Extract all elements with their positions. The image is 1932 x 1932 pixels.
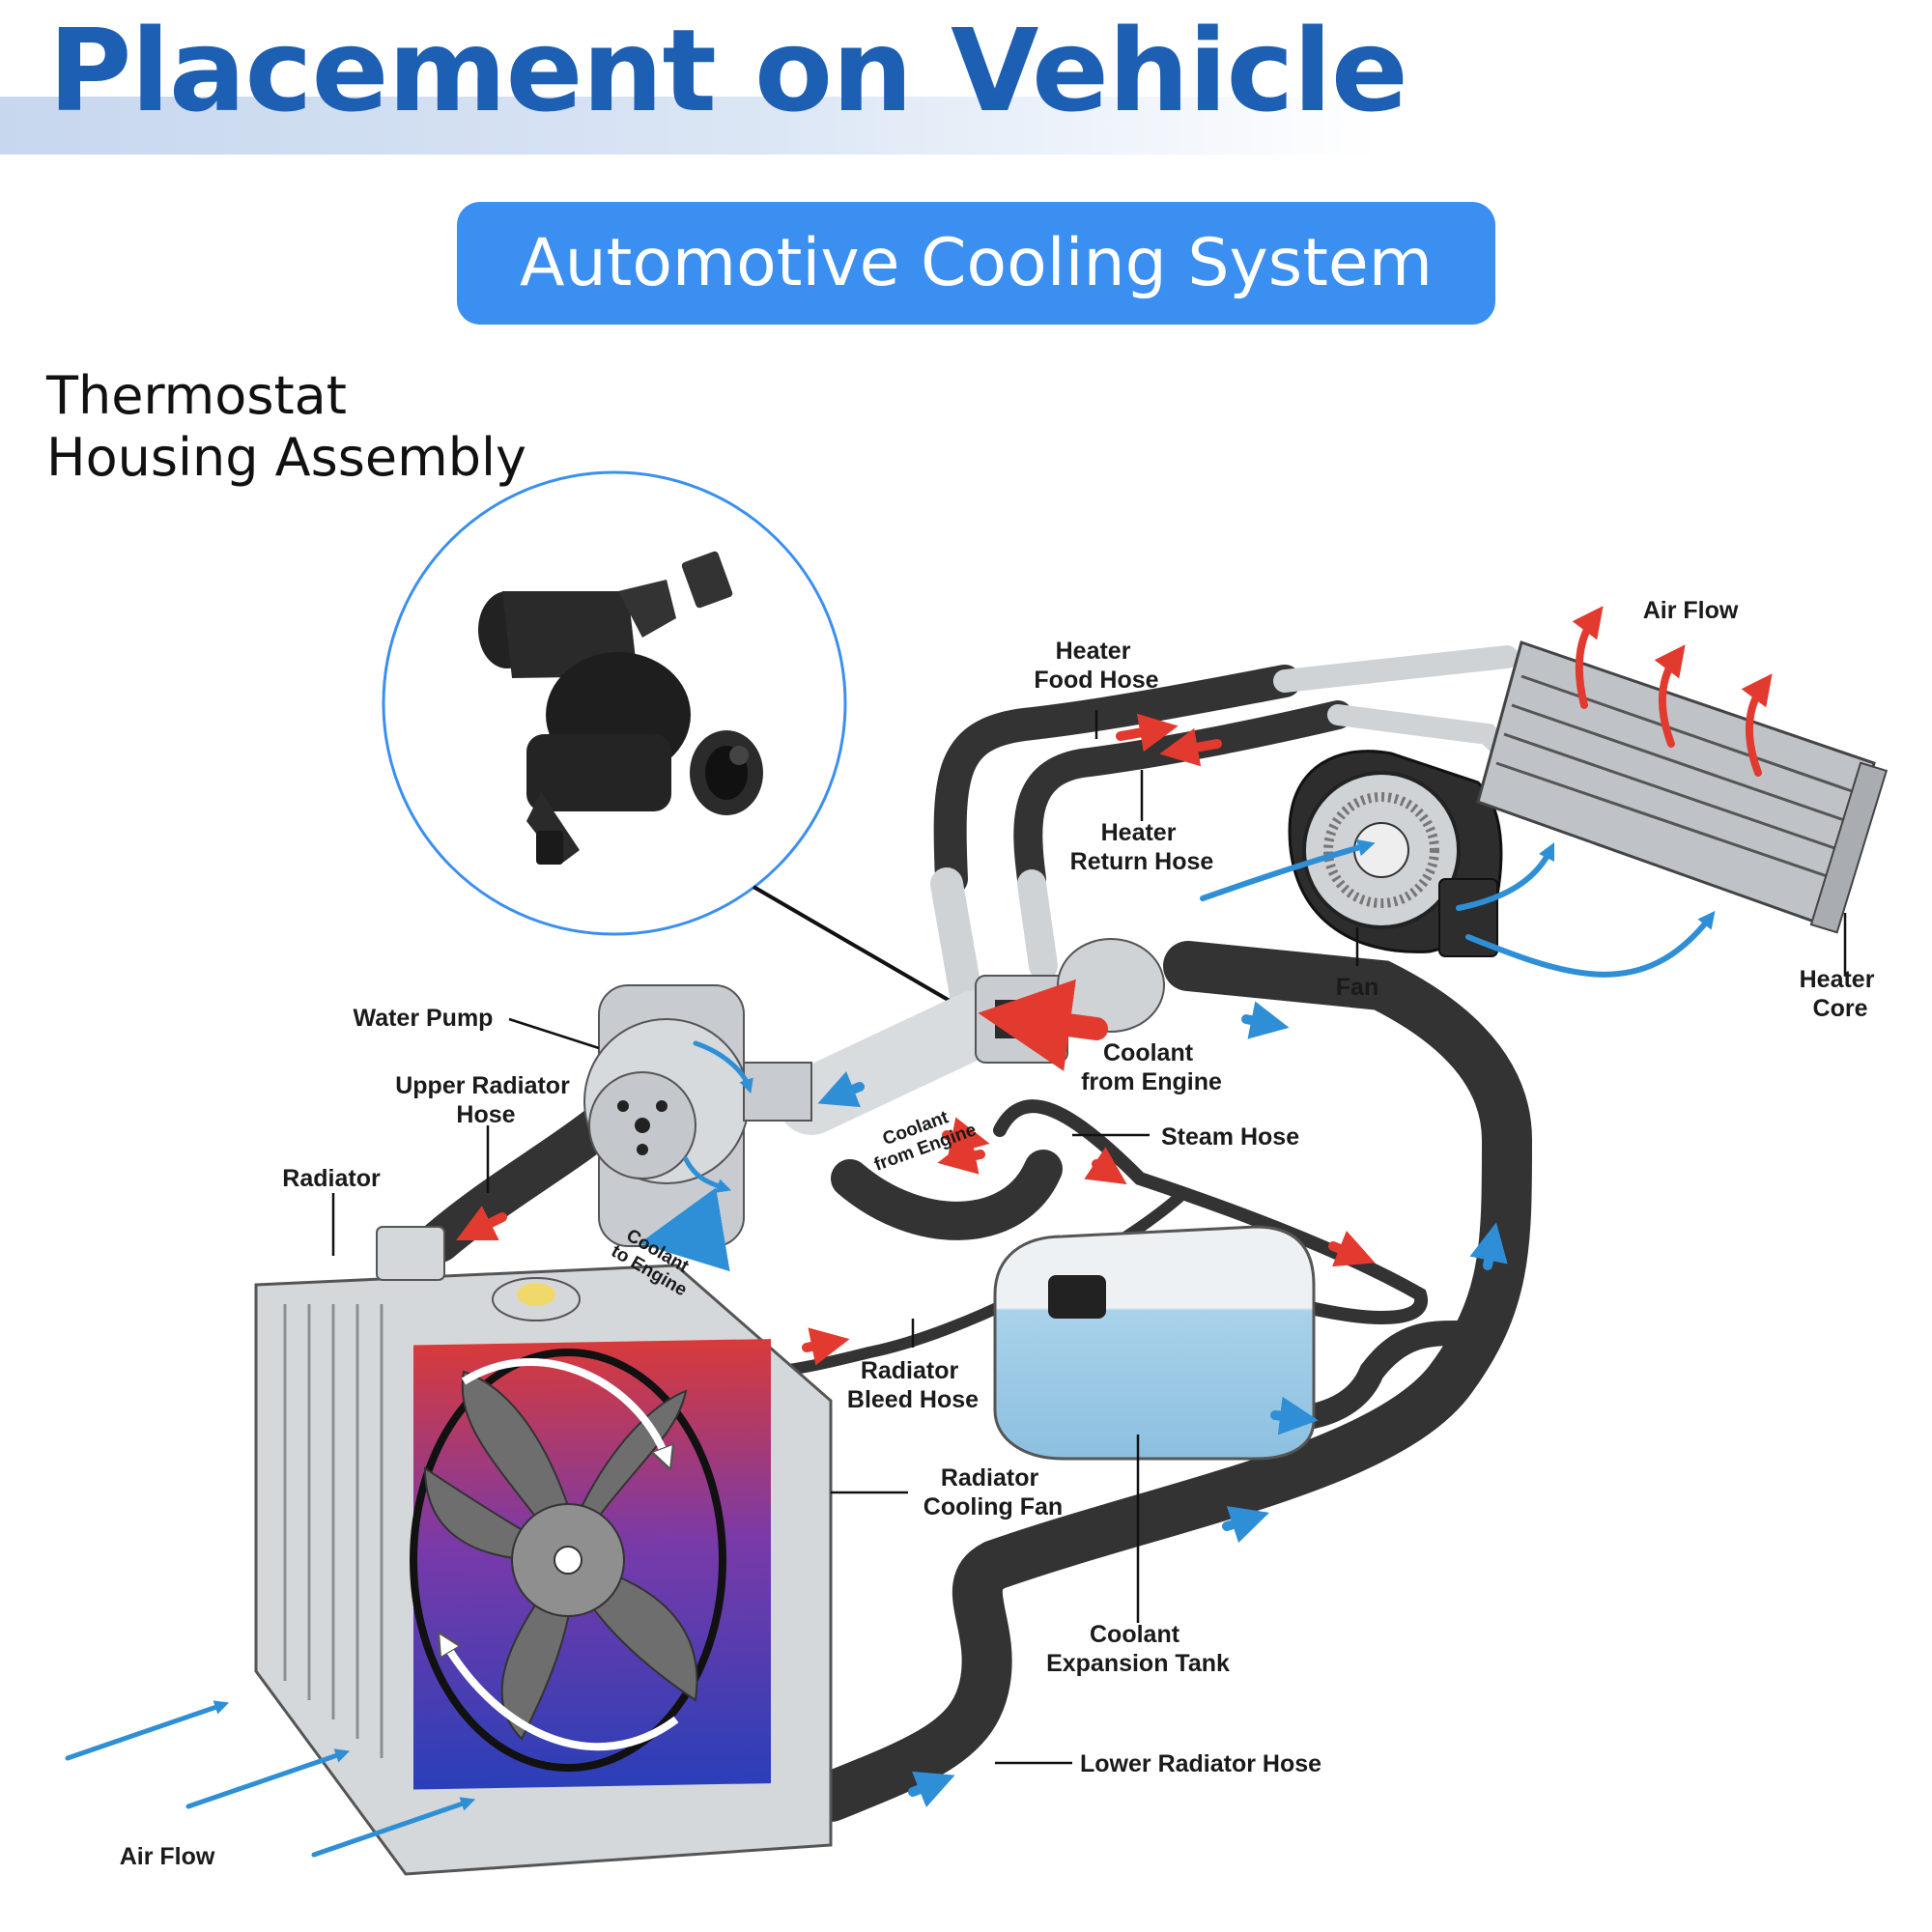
subtitle-banner: Automotive Cooling System — [457, 202, 1495, 325]
thermostat-callout-line2: Housing Assembly — [46, 427, 526, 488]
thermostat-housing-image — [478, 551, 763, 865]
label-radiator-bleed-hose-1: Radiator — [861, 1357, 959, 1384]
label-radiator-bleed-hose-2: Bleed Hose — [847, 1386, 979, 1413]
thermostat-callout-line1: Thermostat — [46, 365, 347, 426]
subtitle-text: Automotive Cooling System — [520, 225, 1433, 301]
label-coolant-from-engine-small: Coolant from Engine — [865, 1099, 980, 1175]
coolant-return-hose — [831, 1150, 1063, 1240]
blower-fan — [1288, 750, 1503, 957]
label-heater-food-hose-2: Food Hose — [1034, 667, 1158, 694]
label-lower-radiator-hose: Lower Radiator Hose — [1080, 1750, 1321, 1777]
label-water-pump: Water Pump — [354, 1005, 494, 1032]
label-upper-radiator-hose-1: Upper Radiator — [395, 1072, 570, 1099]
label-heater-food-hose: Heater Food Hose — [1034, 638, 1158, 694]
label-heater-core-2: Core — [1813, 995, 1868, 1022]
label-upper-radiator-hose: Upper Radiator Hose — [395, 1072, 577, 1128]
title-underline-band — [0, 97, 1381, 155]
label-radiator-cooling-fan-2: Cooling Fan — [923, 1493, 1063, 1520]
label-coolant-from-engine-1: Coolant — [1103, 1039, 1194, 1066]
label-steam-hose: Steam Hose — [1161, 1123, 1299, 1151]
leader-lines — [331, 710, 1847, 1765]
label-air-flow-top: Air Flow — [1643, 597, 1739, 624]
label-radiator: Radiator — [282, 1165, 381, 1192]
label-heater-core: Heater Core — [1800, 966, 1882, 1022]
label-heater-core-1: Heater — [1800, 966, 1875, 993]
label-coolant-expansion-tank-2: Expansion Tank — [1046, 1650, 1230, 1677]
label-heater-return-hose-2: Return Hose — [1070, 848, 1214, 875]
heater-core — [1476, 640, 1889, 934]
hot-flow-arrows — [456, 606, 1773, 1366]
label-radiator-cooling-fan: Radiator Cooling Fan — [923, 1464, 1063, 1520]
water-pump — [583, 984, 812, 1247]
label-coolant-expansion-tank: Coolant Expansion Tank — [1046, 1621, 1230, 1677]
label-radiator-cooling-fan-1: Radiator — [941, 1464, 1039, 1492]
thermostat-callout-label: Thermostat Housing Assembly — [46, 365, 587, 489]
label-radiator-bleed-hose: Radiator Bleed Hose — [847, 1357, 979, 1413]
cool-flow-arrows — [65, 838, 1716, 1858]
label-heater-return-hose: Heater Return Hose — [1070, 819, 1214, 875]
heater-food-hose — [933, 665, 1301, 895]
lower-radiator-hose — [806, 941, 1533, 1822]
page-title: Placement on Vehicle — [48, 4, 1408, 137]
label-coolant-expansion-tank-1: Coolant — [1090, 1621, 1180, 1648]
label-coolant-from-engine: Coolant from Engine — [1081, 1039, 1222, 1095]
heater-return-hose — [1013, 700, 1352, 894]
label-upper-radiator-hose-2: Hose — [456, 1101, 515, 1128]
thermostat-callout — [382, 470, 958, 1007]
label-air-flow-bottom: Air Flow — [120, 1843, 215, 1870]
label-heater-return-hose-1: Heater — [1101, 819, 1177, 846]
coolant-expansion-tank — [993, 1225, 1316, 1461]
label-fan: Fan — [1336, 974, 1378, 1001]
radiator-cooling-fan — [410, 1349, 726, 1772]
label-coolant-from-engine-2: from Engine — [1081, 1068, 1222, 1095]
label-heater-food-hose-1: Heater — [1056, 638, 1131, 665]
